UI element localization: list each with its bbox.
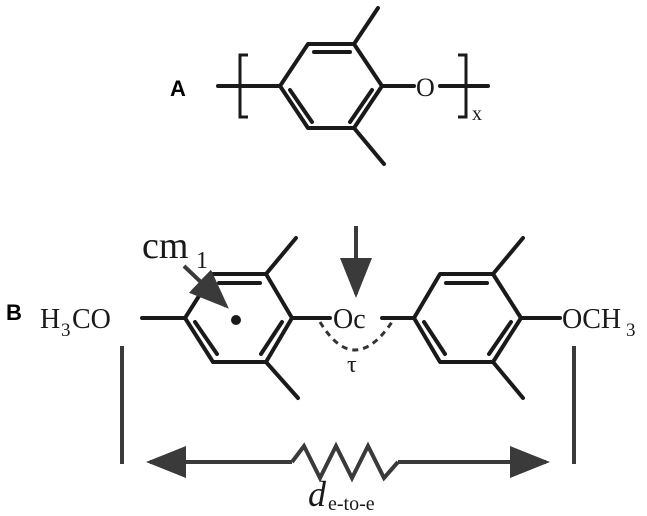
- torsion-arc: [318, 321, 394, 352]
- polymer-repeat-unit: O x: [216, 6, 490, 166]
- left-ring-double-2: [193, 320, 219, 356]
- left-ring-double-3: [259, 320, 284, 356]
- left-methyl-top: [264, 236, 298, 276]
- right-ring-double-2: [422, 320, 447, 356]
- torsion-symbol: τ: [347, 352, 357, 378]
- oxygen-label: O: [416, 73, 435, 102]
- left-methoxy-group: H 3 CO: [40, 304, 111, 341]
- left-methyl-bottom: [264, 360, 300, 400]
- right-methoxy-group: OCH 3: [562, 304, 636, 341]
- left-methoxy-sub: 3: [61, 320, 71, 341]
- bracket-left: [238, 53, 248, 119]
- right-methyl-top: [491, 236, 525, 276]
- right-ring-outline: [412, 272, 523, 364]
- ring-a-double-3: [348, 88, 374, 124]
- ring-a-double-2: [288, 88, 314, 124]
- repeat-subscript: x: [472, 103, 482, 125]
- cm-arrow: [182, 264, 229, 309]
- panel-b-label: B: [6, 300, 22, 325]
- distance-label: d: [308, 474, 327, 514]
- left-methoxy-h: H: [40, 304, 60, 335]
- center-oxygen-label: Oc: [333, 304, 366, 335]
- benzene-ring-a: [278, 42, 384, 130]
- left-methoxy-tail: CO: [72, 304, 111, 335]
- cm-label: cm: [142, 225, 188, 267]
- distance-spring: [290, 441, 400, 483]
- panel-a-label: A: [170, 76, 186, 101]
- center-of-mass-dot: [231, 315, 241, 325]
- methyl-a-top: [352, 6, 380, 46]
- right-ring-double-3: [487, 320, 513, 356]
- methyl-a-bottom: [352, 126, 386, 166]
- distance-subscript: e-to-e: [328, 493, 375, 515]
- right-methyl-bottom: [491, 360, 525, 400]
- right-methoxy-main: OCH: [562, 304, 621, 335]
- right-benzene-ring: [412, 236, 525, 400]
- cm-subscript: 1: [196, 248, 208, 274]
- right-methoxy-sub: 3: [626, 320, 636, 341]
